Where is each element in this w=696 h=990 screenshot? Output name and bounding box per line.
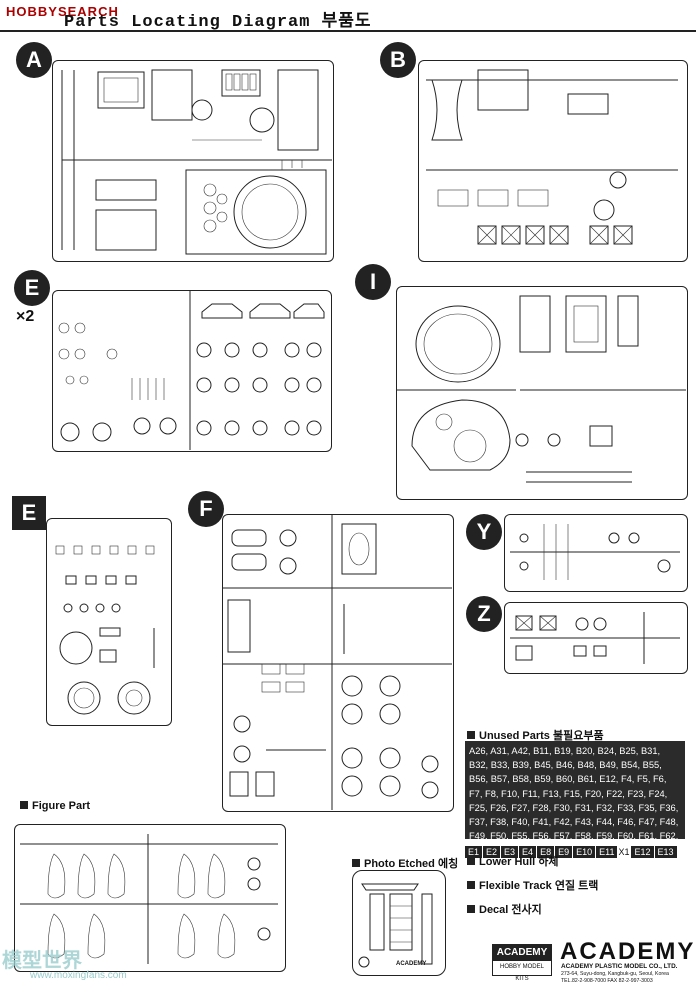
sprue-label-e-top: E xyxy=(14,270,50,306)
watermark-url: www.moxingfans.com xyxy=(30,970,127,981)
code-e1: E1 xyxy=(465,846,483,858)
watermark-site: 模型世界 xyxy=(2,950,82,972)
page-title: Parts Locating Diagram 부품도 xyxy=(64,6,372,32)
flexible-track-bullet xyxy=(467,881,475,889)
figure-part-heading: Figure Part xyxy=(20,800,90,812)
photo-etched-parts xyxy=(358,883,433,968)
lower-hull-bullet xyxy=(467,857,475,865)
academy-badge: ACADEMY HOBBY MODEL KITS xyxy=(492,944,552,982)
photo-etched-label: Photo Etched 에칭 xyxy=(364,858,459,870)
sprue-f-frame xyxy=(222,514,454,812)
sprue-label-y: Y xyxy=(466,514,502,550)
decal-item: Decal 전사지 xyxy=(467,901,542,917)
photo-etched-bullet xyxy=(352,859,360,867)
sprue-label-e-bottom: E xyxy=(12,496,46,530)
sprue-e-top-parts xyxy=(58,290,325,450)
academy-badge-bottom: HOBBY MODEL KITS xyxy=(500,964,544,982)
sprue-e-bottom-frame xyxy=(46,518,172,726)
code-e9: E9 xyxy=(555,846,573,858)
sprue-y-parts xyxy=(510,524,680,580)
unused-title: Unused Parts 불필요부품 xyxy=(479,730,604,742)
code-e4: E4 xyxy=(519,846,537,858)
code-e13: E13 xyxy=(654,846,677,858)
flexible-track-item: Flexible Track 연질 트랙 xyxy=(467,877,598,893)
unused-parts-list: A26, A31, A42, B11, B19, B20, B24, B25, … xyxy=(465,741,685,855)
code-e3: E3 xyxy=(501,846,519,858)
sprue-z-parts xyxy=(510,612,680,664)
sprue-label-b: B xyxy=(380,42,416,78)
sprue-a-parts xyxy=(61,69,332,255)
code-e8: E8 xyxy=(537,846,555,858)
figure-sprue-frame xyxy=(14,824,286,972)
figure-sprue-parts xyxy=(20,834,278,964)
sprue-b-parts xyxy=(426,69,678,245)
page-title-ko: 부품도 xyxy=(321,13,372,32)
figure-part-bullet xyxy=(20,801,28,809)
sprue-label-z: Z xyxy=(466,596,502,632)
code-e2: E2 xyxy=(483,846,501,858)
unused-heading: Unused Parts 불필요부품 xyxy=(467,727,604,743)
photo-etched-heading: Photo Etched 에칭 xyxy=(352,855,458,871)
sprue-label-a: A xyxy=(16,42,52,78)
header-bar xyxy=(0,0,696,30)
sprue-multiplier: ×2 xyxy=(16,308,35,325)
code-e10: E10 xyxy=(573,846,596,858)
code-e11: E11 xyxy=(596,846,618,858)
sprue-f-parts xyxy=(222,514,452,810)
academy-address-line: 273-64, Suyu-dong, Kangbuk-gu, Seoul, Ko… xyxy=(561,971,669,977)
etch-brand: ACADEMY xyxy=(396,961,427,967)
sprue-b-frame xyxy=(418,60,688,262)
code-multiplier: X1 xyxy=(618,847,630,857)
unused-bullet xyxy=(467,731,475,739)
academy-tel-line: TEL.82-2-908-7000 FAX 82-2-997-3003 xyxy=(561,978,653,984)
header-rule xyxy=(0,30,696,32)
lower-hull-label: Lower Hull 하체 xyxy=(479,856,559,868)
figure-part-label: Figure Part xyxy=(32,800,91,812)
academy-address: 273-64, Suyu-dong, Kangbuk-gu, Seoul, Ko… xyxy=(561,971,691,985)
sprue-i-parts xyxy=(396,295,686,483)
sprue-y-frame xyxy=(504,514,688,592)
sprue-a-frame xyxy=(52,60,334,262)
decal-label: Decal 전사지 xyxy=(479,904,542,916)
flexible-track-label: Flexible Track 연질 트랙 xyxy=(479,880,599,892)
lower-hull-item: Lower Hull 하체 xyxy=(467,853,559,869)
hobbysearch-logo: HOBBYSEARCH xyxy=(6,4,119,19)
sprue-i-frame xyxy=(396,286,688,500)
sprue-label-f: F xyxy=(188,491,224,527)
page-title-en: Parts Locating Diagram xyxy=(64,13,311,32)
sprue-e-bottom-parts xyxy=(55,545,155,715)
sprue-label-i: I xyxy=(355,264,391,300)
decal-bullet xyxy=(467,905,475,913)
academy-logo: ACADEMY xyxy=(560,938,696,965)
code-e12: E12 xyxy=(631,846,654,858)
academy-company: ACADEMY PLASTIC MODEL CO., LTD. xyxy=(561,963,678,970)
academy-badge-top: ACADEMY xyxy=(493,945,551,961)
